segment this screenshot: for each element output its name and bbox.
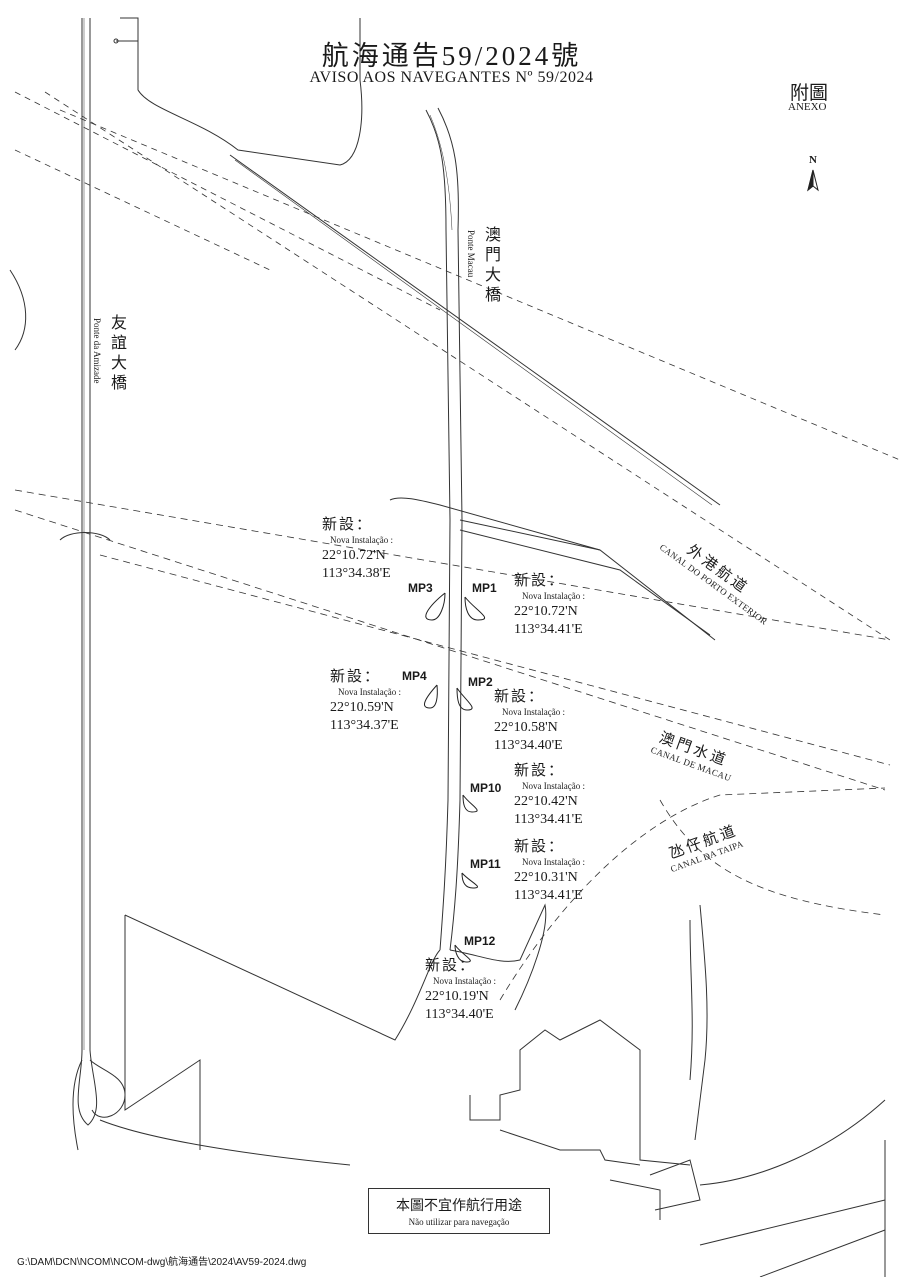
installation-note-mp4: 新設： Nova Instalação : 22°10.59'N 113°34.… xyxy=(330,668,401,735)
note-heading-chinese: 新設： xyxy=(514,763,566,779)
installation-note-mp1: 新設： Nova Instalação : 22°10.72'N 113°34.… xyxy=(514,572,585,639)
installation-note-mp3: 新設： Nova Instalação : 22°10.72'N 113°34.… xyxy=(322,516,393,583)
ponte-macau-label-chinese: 澳門大橋 xyxy=(482,226,499,306)
note-heading-portuguese: Nova Instalação : xyxy=(433,976,496,987)
north-label: N xyxy=(809,154,817,166)
ponte-macau-label-portuguese: Ponte Macau xyxy=(466,230,476,278)
installation-lon: 113°34.40'E xyxy=(494,737,563,753)
note-heading-portuguese: Nova Instalação : xyxy=(338,687,401,698)
notice-title-chinese: 航海通告59/2024號 xyxy=(321,41,582,71)
mp4-symbol xyxy=(424,684,438,709)
mp10-symbol xyxy=(462,794,478,813)
navigation-disclaimer-box: 本圖不宜作航行用途 Não utilizar para navegação xyxy=(368,1188,550,1234)
note-heading-chinese: 新設： xyxy=(322,517,374,533)
note-heading-portuguese: Nova Instalação : xyxy=(502,707,565,718)
drawing-file-path: G:\DAM\DCN\NCOM\NCOM-dwg\航海通告\2024\AV59-… xyxy=(17,1257,307,1268)
installation-lat: 22°10.72'N xyxy=(322,547,386,563)
ponte-amizade-label-chinese: 友誼大橋 xyxy=(108,314,125,394)
notice-title-portuguese: AVISO AOS NAVEGANTES Nº 59/2024 xyxy=(309,69,594,86)
annex-label-chinese: 附圖 xyxy=(790,83,829,104)
installation-lat: 22°10.31'N xyxy=(514,869,578,885)
marker-mp10-label: MP10 xyxy=(470,781,502,795)
mp11-symbol xyxy=(461,872,478,889)
note-heading-portuguese: Nova Instalação : xyxy=(522,857,585,868)
ponte-amizade-label-portuguese: Ponte da Amizade xyxy=(92,318,102,384)
marker-mp1-label: MP1 xyxy=(472,581,497,595)
installation-note-mp11: 新設： Nova Instalação : 22°10.31'N 113°34.… xyxy=(514,838,585,905)
installation-lon: 113°34.40'E xyxy=(425,1006,494,1022)
note-heading-portuguese: Nova Instalação : xyxy=(522,591,585,602)
marker-mp4-label: MP4 xyxy=(402,669,427,683)
marker-symbols xyxy=(424,592,486,963)
annex-label-portuguese: ANEXO xyxy=(788,101,827,113)
installation-lon: 113°34.38'E xyxy=(322,565,391,581)
note-heading-chinese: 新設： xyxy=(514,839,566,855)
note-heading-portuguese: Nova Instalação : xyxy=(330,535,393,546)
installation-lon: 113°34.37'E xyxy=(330,717,399,733)
mp3-symbol xyxy=(425,592,446,621)
mp2-symbol xyxy=(456,687,473,711)
installation-note-mp2: 新設： Nova Instalação : 22°10.58'N 113°34.… xyxy=(494,688,565,755)
note-heading-chinese: 新設： xyxy=(494,689,546,705)
installation-lat: 22°10.59'N xyxy=(330,699,394,715)
marker-mp3-label: MP3 xyxy=(408,581,433,595)
ponte-amizade-deck xyxy=(72,18,351,1166)
ponte-macau-deck xyxy=(425,107,463,951)
installation-note-mp10: 新設： Nova Instalação : 22°10.42'N 113°34.… xyxy=(514,762,585,829)
installation-lon: 113°34.41'E xyxy=(514,887,583,903)
note-heading-portuguese: Nova Instalação : xyxy=(522,781,585,792)
installation-lat: 22°10.19'N xyxy=(425,988,489,1004)
mp12-symbol xyxy=(454,944,471,963)
installation-lon: 113°34.41'E xyxy=(514,621,583,637)
note-heading-chinese: 新設： xyxy=(514,573,566,589)
installation-note-mp12: 新設： Nova Instalação : 22°10.19'N 113°34.… xyxy=(425,957,496,1024)
installation-lon: 113°34.41'E xyxy=(514,811,583,827)
installation-lat: 22°10.42'N xyxy=(514,793,578,809)
note-heading-chinese: 新設： xyxy=(425,958,477,974)
marker-mp11-label: MP11 xyxy=(470,857,501,871)
note-heading-chinese: 新設： xyxy=(330,669,382,685)
marker-mp2-label: MP2 xyxy=(468,675,493,689)
installation-lat: 22°10.58'N xyxy=(494,719,558,735)
disclaimer-chinese: 本圖不宜作航行用途 xyxy=(396,1199,522,1214)
marker-mp12-label: MP12 xyxy=(464,934,496,948)
disclaimer-portuguese: Não utilizar para navegação xyxy=(408,1217,510,1227)
installation-lat: 22°10.72'N xyxy=(514,603,578,619)
north-arrow-icon xyxy=(807,169,819,192)
mp1-symbol xyxy=(464,596,486,621)
